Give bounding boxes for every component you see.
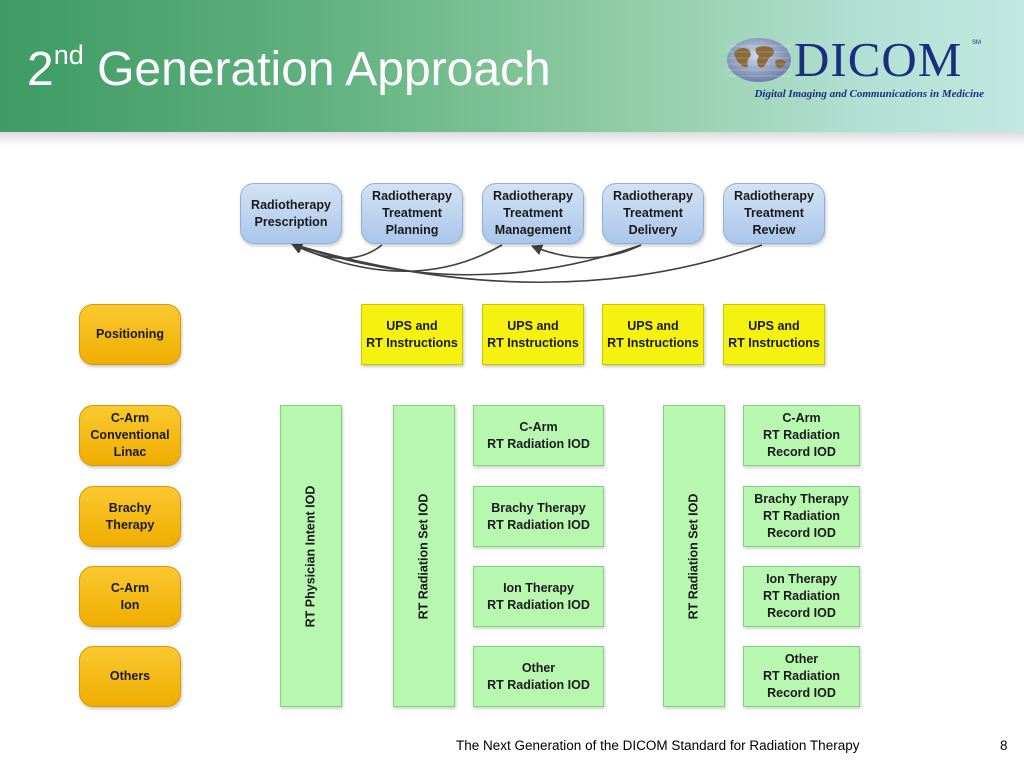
phase-prescription: Radiotherapy Prescription xyxy=(240,183,342,244)
record-iod-brachy: Brachy Therapy RT Radiation Record IOD xyxy=(743,486,860,547)
slide-footer: The Next Generation of the DICOM Standar… xyxy=(456,738,860,753)
radiation-set-iod-left-label: RT Radiation Set IOD xyxy=(416,493,431,619)
logo-tagline: Digital Imaging and Communications in Me… xyxy=(754,88,984,100)
radiation-set-iod-left: RT Radiation Set IOD xyxy=(393,405,455,707)
service-mark: SM xyxy=(972,40,981,46)
positioning-box: Positioning xyxy=(79,304,181,365)
globe-icon xyxy=(727,38,791,82)
radiation-iod-carm: C-Arm RT Radiation IOD xyxy=(473,405,604,466)
title-number: 2 xyxy=(27,43,54,96)
page-number: 8 xyxy=(1000,738,1008,753)
technique-carm-linac: C-Arm Conventional Linac xyxy=(79,405,181,466)
record-iod-carm: C-Arm RT Radiation Record IOD xyxy=(743,405,860,466)
technique-carm-ion: C-Arm Ion xyxy=(79,566,181,627)
radiation-iod-brachy: Brachy Therapy RT Radiation IOD xyxy=(473,486,604,547)
radiation-set-iod-right-label: RT Radiation Set IOD xyxy=(686,493,701,619)
title-superscript: nd xyxy=(53,40,84,70)
phase-treatment-review: Radiotherapy Treatment Review xyxy=(723,183,825,244)
review-to-prescription-arrow xyxy=(290,241,763,284)
dicom-logo: DICOM SM Digital Imaging and Communicati… xyxy=(724,32,986,104)
phase-treatment-management: Radiotherapy Treatment Management xyxy=(482,183,584,244)
ups-rt-instructions-planning: UPS and RT Instructions xyxy=(361,304,463,365)
ups-rt-instructions-review: UPS and RT Instructions xyxy=(723,304,825,365)
title-banner xyxy=(0,0,1024,132)
slide-title: 2nd Generation Approach xyxy=(27,40,551,100)
technique-brachy: Brachy Therapy xyxy=(79,486,181,547)
banner-shadow xyxy=(0,132,1024,146)
ups-rt-instructions-delivery: UPS and RT Instructions xyxy=(602,304,704,365)
record-iod-ion: Ion Therapy RT Radiation Record IOD xyxy=(743,566,860,627)
ups-rt-instructions-management: UPS and RT Instructions xyxy=(482,304,584,365)
record-iod-other: Other RT Radiation Record IOD xyxy=(743,646,860,707)
logo-wordmark: DICOM xyxy=(794,32,963,87)
management-to-prescription-arrow xyxy=(290,243,503,273)
technique-others: Others xyxy=(79,646,181,707)
phase-treatment-delivery: Radiotherapy Treatment Delivery xyxy=(602,183,704,244)
physician-intent-iod-label: RT Physician Intent IOD xyxy=(303,485,318,627)
radiation-set-iod-right: RT Radiation Set IOD xyxy=(663,405,725,707)
radiation-iod-other: Other RT Radiation IOD xyxy=(473,646,604,707)
delivery-to-management-arrow xyxy=(530,244,642,259)
physician-intent-iod: RT Physician Intent IOD xyxy=(280,405,342,707)
delivery-to-prescription-arrow xyxy=(290,241,642,276)
radiation-iod-ion: Ion Therapy RT Radiation IOD xyxy=(473,566,604,627)
title-text: Generation Approach xyxy=(83,43,551,96)
phase-treatment-planning: Radiotherapy Treatment Planning xyxy=(361,183,463,244)
